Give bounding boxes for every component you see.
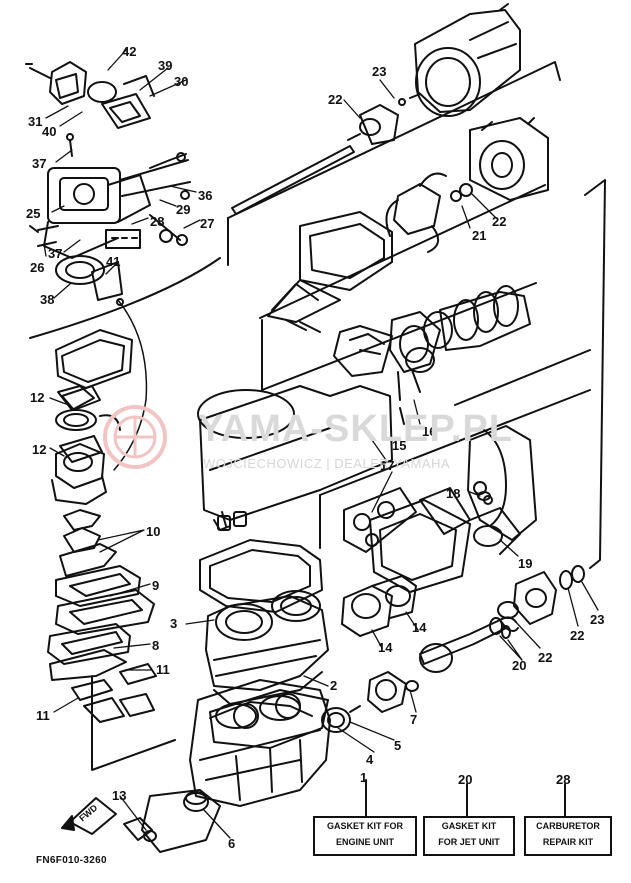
carburetor-assembly xyxy=(25,61,191,306)
jet-unit-frame-lines xyxy=(227,61,606,569)
drawing-code: FN6F010-3260 xyxy=(36,855,107,866)
callout-18: 15 xyxy=(392,438,406,453)
muffler xyxy=(197,385,393,531)
callout-29: 25 xyxy=(26,206,40,221)
fwd-arrow xyxy=(61,797,117,835)
callout-2: 2 xyxy=(330,678,337,693)
callout-33: 29 xyxy=(176,202,190,217)
callout-7: 7 xyxy=(410,712,417,727)
engine-gasket-kit-box: GASKET KIT FOR ENGINE UNIT xyxy=(313,816,417,856)
callout-leaders xyxy=(43,49,599,839)
jet-gasket-kit-box: GASKET KIT FOR JET UNIT xyxy=(423,816,515,856)
callout-32: 28 xyxy=(150,214,164,229)
callout-10: 10 xyxy=(146,524,160,539)
exhaust-gasket xyxy=(343,487,417,553)
callout-25: 22 xyxy=(492,214,506,229)
callout-19: 16 xyxy=(422,424,436,439)
callout-12a: 12 xyxy=(30,390,44,405)
callout-12b: 12 xyxy=(32,442,46,457)
callout-9: 9 xyxy=(152,578,159,593)
callout-11a: 11 xyxy=(156,662,170,677)
jet-pump-housing xyxy=(231,3,549,333)
left-gaskets xyxy=(59,385,103,463)
callout-numbers: 42 39 30 31 40 37 36 29 25 27 28 37 26 4… xyxy=(26,44,532,851)
callout-37b: 37 xyxy=(48,246,62,261)
kit-label-line1: CARBURETOR xyxy=(536,821,600,831)
callout-16: 18 xyxy=(446,486,460,501)
watermark-subtitle: WOJCIECHOWICZ | DEALER YAMAHA xyxy=(203,456,451,471)
kit-number-1: 1 xyxy=(360,770,368,785)
callout-34: 30 xyxy=(174,74,188,89)
callout-23: 23 xyxy=(590,612,604,627)
kit-number-28: 28 xyxy=(556,772,571,787)
drive-components xyxy=(143,371,585,842)
cylinder-block xyxy=(123,539,331,853)
kit-label-line1: GASKET KIT FOR xyxy=(327,821,403,831)
callout-22-upper: 22 xyxy=(570,628,584,643)
callout-41: 41 xyxy=(106,254,120,269)
exhaust-elbow xyxy=(369,425,537,593)
kit-label-line2: ENGINE UNIT xyxy=(335,837,394,847)
callout-22-lower: 22 xyxy=(538,650,552,665)
callout-30: 26 xyxy=(30,260,44,275)
callout-14a: 14 xyxy=(378,640,393,655)
callout-21: 20 xyxy=(512,658,526,673)
callout-4: 4 xyxy=(366,752,374,767)
kit-label-line2: REPAIR KIT xyxy=(542,837,594,847)
callout-14b: 14 xyxy=(412,620,427,635)
callout-6: 6 xyxy=(228,836,235,851)
callout-31: 27 xyxy=(200,216,214,231)
callout-37: 37 xyxy=(32,156,46,171)
callout-27: 23 xyxy=(372,64,386,79)
intake-stack xyxy=(47,329,176,771)
kit-number-20: 20 xyxy=(458,772,473,787)
callout-24: 21 xyxy=(472,228,486,243)
kit-label-line2: FOR JET UNIT xyxy=(438,837,500,847)
callout-36: 36 xyxy=(198,188,212,203)
callout-35: 31 xyxy=(28,114,42,129)
callout-13: 13 xyxy=(112,788,126,803)
callout-38: 38 xyxy=(40,292,54,307)
callout-15-label: 17 xyxy=(380,458,394,473)
carburetor-repair-kit-box: CARBURETOR REPAIR KIT xyxy=(524,816,612,856)
kit-label-line1: GASKET KIT xyxy=(441,821,497,831)
crankshaft-assembly xyxy=(333,285,531,393)
head-gasket xyxy=(209,689,329,749)
callout-8: 8 xyxy=(152,638,159,653)
watermark-logo xyxy=(103,405,167,469)
callout-17: 19 xyxy=(518,556,532,571)
callout-26: 22 xyxy=(328,92,342,107)
callout-42: 42 xyxy=(122,44,136,59)
callout-40: 40 xyxy=(42,124,56,139)
watermark-title: YAMA-SKLEP.PL xyxy=(198,408,513,450)
callout-11b: 11 xyxy=(36,708,50,723)
callout-5: 5 xyxy=(394,738,401,753)
callout-3: 3 xyxy=(170,616,177,631)
callout-39: 39 xyxy=(158,58,172,73)
hose-line xyxy=(113,299,148,471)
carb-section-divider xyxy=(29,257,221,339)
